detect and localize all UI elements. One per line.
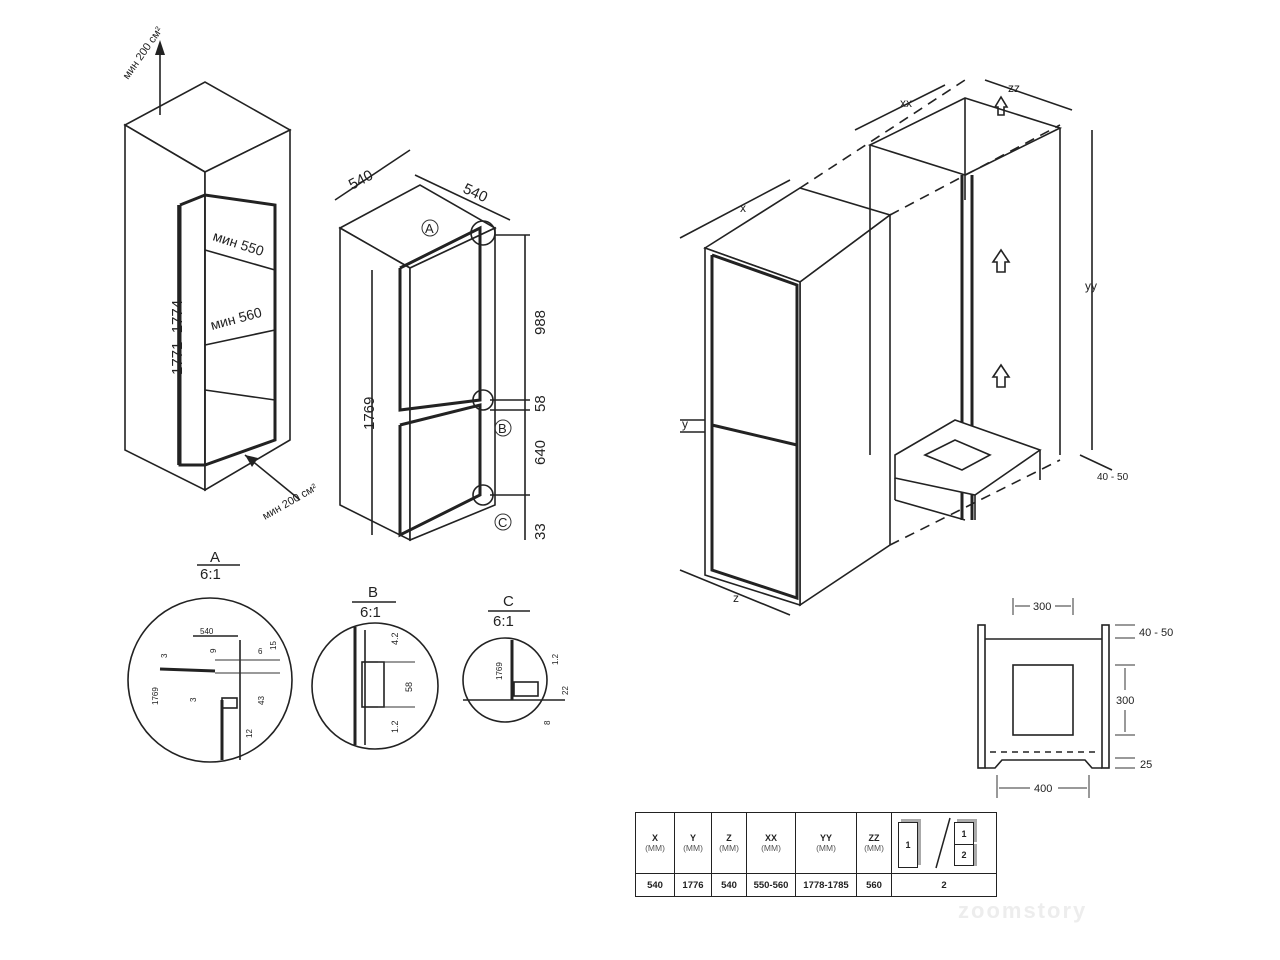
dim-x: x [740, 201, 746, 215]
detail-c-dim: 22 [561, 686, 570, 695]
plinth-opening-height: 300 [1116, 695, 1134, 707]
detail-b-dim: 58 [404, 682, 414, 692]
airflow-arrow-icon [155, 40, 165, 55]
marker-c: C [498, 515, 507, 530]
detail-a-dim: 43 [257, 696, 266, 705]
value-y: 1776 [674, 873, 712, 897]
dim-yy: yy [1085, 279, 1097, 293]
value-yy: 1778-1785 [795, 873, 857, 897]
upper-door-label: 988 [532, 310, 549, 335]
header-xx: XX(MM) [746, 812, 796, 874]
fridge-dimension-view: 540 540 1769 988 58 640 33 A B C [334, 149, 549, 542]
dim-xx: xx [900, 96, 912, 110]
detail-a-dim: 9 [209, 648, 218, 653]
detail-a-scale: 6:1 [200, 566, 221, 583]
detail-a-dim: 6 [258, 647, 263, 656]
dim-gap: 40 - 50 [1097, 472, 1129, 483]
detail-a-dim: 12 [245, 729, 254, 738]
header-x: X(MM) [635, 812, 675, 874]
value-z: 540 [711, 873, 747, 897]
detail-b-dim: 1.2 [390, 720, 400, 733]
spec-table: X(MM) Y(MM) Z(MM) XX(MM) YY(MM) ZZ(MM) 1… [635, 812, 997, 897]
plinth-bottom-gap: 25 [1140, 759, 1152, 771]
vent-bottom-label: мин 200 см² [261, 482, 320, 523]
detail-b: B 6:1 4.2 58 1.2 [311, 584, 439, 750]
airflow-up-arrow-icon [991, 363, 1011, 388]
detail-b-scale: 6:1 [360, 604, 381, 621]
marker-a: A [425, 221, 434, 236]
detail-c-dim: 8 [543, 720, 552, 725]
detail-a-letter: A [210, 549, 220, 566]
detail-a-dim: 3 [160, 653, 169, 658]
watermark: zoomstory [958, 898, 1088, 923]
detail-a-dim: 540 [200, 627, 214, 636]
header-y: Y(MM) [674, 812, 712, 874]
detail-a-dim: 3 [189, 697, 198, 702]
value-zz: 560 [856, 873, 892, 897]
detail-c-dim: 1769 [495, 662, 504, 680]
detail-a-dim: 15 [269, 641, 278, 650]
detail-b-dim: 4.2 [390, 632, 400, 645]
detail-c-letter: C [503, 593, 514, 610]
detail-c: C 6:1 1769 1.2 22 8 [462, 593, 570, 725]
marker-b: B [498, 421, 507, 436]
plinth-bottom-width: 400 [1034, 783, 1052, 795]
value-x: 540 [635, 873, 675, 897]
airflow-arrow-icon [245, 455, 258, 467]
detail-c-dim: 1.2 [551, 653, 560, 665]
combi-bottom-icon: 2 [954, 844, 974, 866]
door-gap-label: 58 [532, 395, 549, 412]
detail-c-scale: 6:1 [493, 613, 514, 630]
header-yy: YY(MM) [795, 812, 857, 874]
bottom-label: 33 [532, 523, 549, 540]
lower-door-label: 640 [532, 440, 549, 465]
plinth-view: 300 40 - 50 300 25 400 [977, 598, 1173, 798]
combi-top-icon: 1 [954, 822, 974, 845]
installation-view: x y z xx yy zz 40 - 50 [679, 79, 1129, 616]
plinth-top-width: 300 [1033, 601, 1051, 613]
detail-b-letter: B [368, 584, 378, 601]
dim-z: z [733, 591, 739, 605]
niche-cabinet: мин 200 см² мин 200 см² 1771–1774 мин 55… [121, 25, 320, 523]
height-label: 1769 [361, 397, 378, 430]
dim-zz: zz [1008, 81, 1020, 95]
header-z: Z(MM) [711, 812, 747, 874]
value-xx: 550-560 [746, 873, 796, 897]
airflow-up-arrow-icon [993, 95, 1009, 116]
header-zz: ZZ(MM) [856, 812, 892, 874]
single-door-icon: 1 [898, 822, 918, 868]
dim-y: y [682, 417, 688, 431]
value-type: 2 [891, 873, 997, 897]
detail-a: A 6:1 540 9 6 15 3 1769 3 43 12 [127, 549, 293, 763]
detail-a-dim: 1769 [151, 687, 160, 705]
plinth-top-gap: 40 - 50 [1139, 627, 1173, 639]
header-type-icons: 1 1 2 [891, 812, 997, 874]
niche-height-label: 1771–1774 [169, 300, 186, 375]
airflow-up-arrow-icon [991, 248, 1011, 273]
depth-label: 540 [460, 180, 490, 206]
